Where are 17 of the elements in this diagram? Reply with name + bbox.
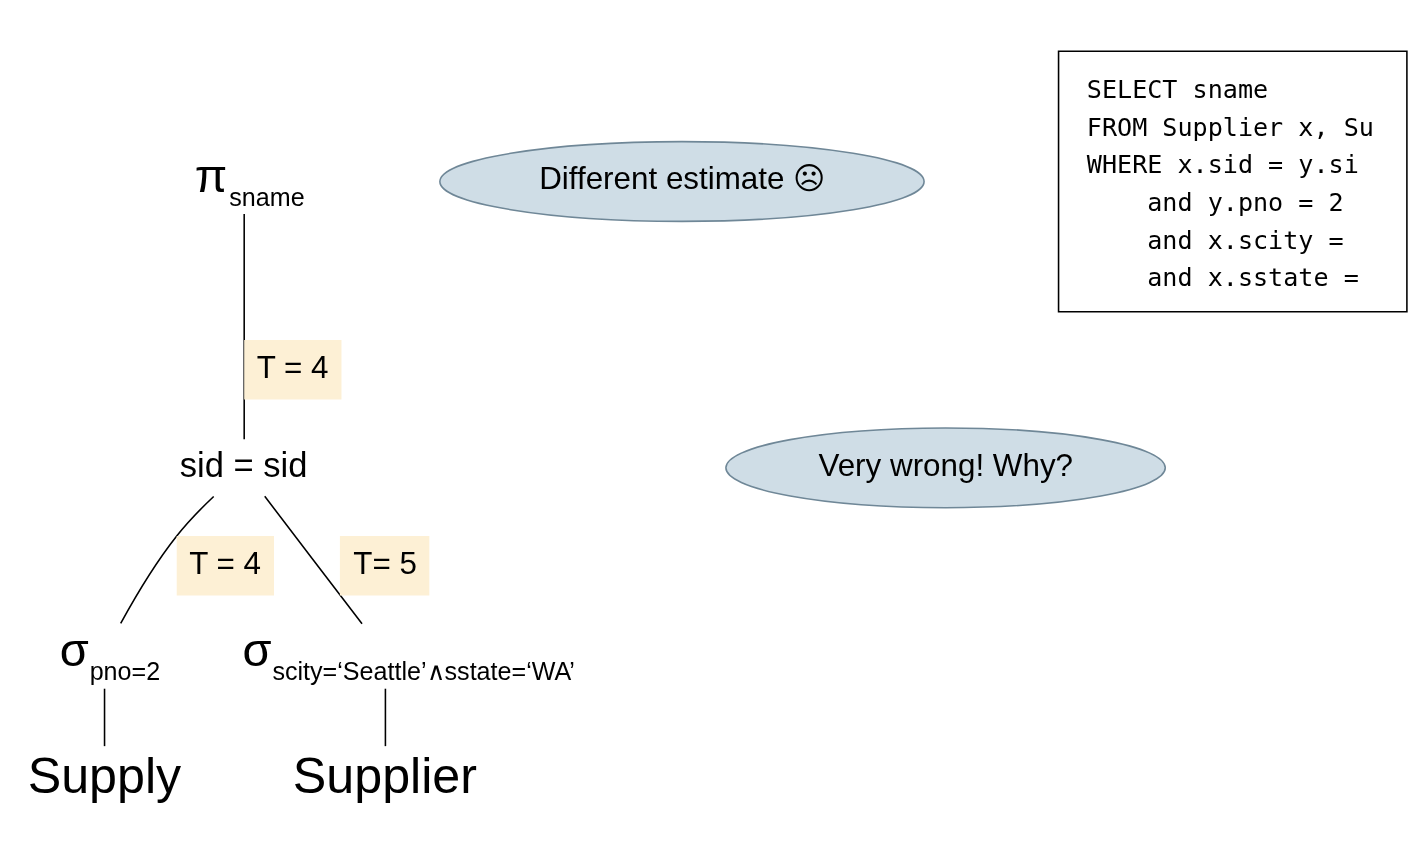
connector	[263, 495, 363, 625]
node-text: σ$_{pno=2}$	[59, 623, 161, 686]
connector	[384, 687, 387, 747]
node-text: Supply	[27, 747, 182, 804]
node-box: SELECT sname FROM Supplier x, Su WHERE x.sid = y.si and y.pno = 2 and x.scity = and x.sstate =	[1057, 50, 1408, 313]
connector	[103, 687, 106, 747]
node-text: σ$_{scity=‘Seattle’∧sstate=‘WA’}$	[242, 623, 575, 686]
node-ellipse: Very wrong! Why?	[725, 427, 1167, 509]
connector	[243, 213, 245, 440]
node-text: π$_{sname}$	[194, 148, 305, 211]
connector	[119, 495, 215, 625]
edge-label: T = 4	[189, 545, 262, 581]
edge-label: T = 4	[256, 349, 329, 385]
node-text: Supplier	[292, 747, 478, 804]
node-ellipse: Different estimate ☹	[439, 140, 925, 223]
node-text: sid = sid	[179, 445, 308, 484]
edge-label: T= 5	[353, 545, 417, 581]
